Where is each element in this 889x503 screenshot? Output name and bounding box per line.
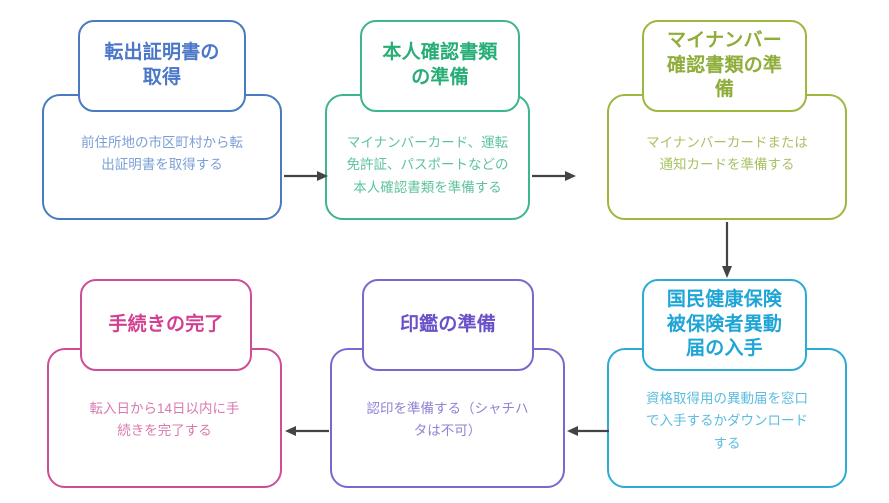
flow-node-title-2: 本人確認書類 の準備 <box>382 42 498 88</box>
flow-connector-1-right-arrow <box>284 165 328 187</box>
flow-node-body-5[interactable] <box>330 348 565 488</box>
flow-connector-4-left-arrow <box>567 420 609 442</box>
flow-node-title-6: 手続きの完了 <box>108 313 224 335</box>
flow-node-body-4[interactable] <box>607 348 847 488</box>
flow-node-description-3: マイナンバーカードまたは 通知カードを準備する <box>646 135 808 173</box>
flow-connector-3-down-arrow <box>716 222 738 278</box>
flow-node-title-4: 国民健康保険 被保険者異動 届の入手 <box>666 288 783 360</box>
flow-node-header-6[interactable]: 手続きの完了 <box>80 279 252 371</box>
flow-node-title-5: 印鑑の準備 <box>399 313 496 335</box>
flow-node-body-3[interactable] <box>607 94 847 220</box>
flow-node-description-1: 前住所地の市区町村から転 出証明書を取得する <box>81 135 243 173</box>
flow-node-description-4: 資格取得用の異動届を窓口 で入手するかダウンロード する <box>646 391 808 451</box>
flow-node-header-2[interactable]: 本人確認書類 の準備 <box>360 20 520 112</box>
flow-node-description-6: 転入日から14日以内に手 続きを完了する <box>89 401 240 439</box>
flow-connector-2-right-arrow <box>532 165 576 187</box>
flow-node-title-1: 転出証明書の 取得 <box>104 42 220 88</box>
flow-connector-5-left-arrow <box>285 420 329 442</box>
flow-node-description-2: マイナンバーカード、運転 免許証、パスポートなどの 本人確認書類を準備する <box>346 135 509 195</box>
flow-node-header-3[interactable]: マイナンバー 確認書類の準 備 <box>642 20 807 112</box>
flow-node-header-4[interactable]: 国民健康保険 被保険者異動 届の入手 <box>642 279 807 371</box>
flow-node-header-5[interactable]: 印鑑の準備 <box>362 279 534 371</box>
flow-node-description-5: 認印を準備する（シャチハ タは不可） <box>366 401 529 439</box>
flow-node-title-3: マイナンバー 確認書類の準 備 <box>666 29 783 101</box>
flow-node-body-2[interactable] <box>325 94 530 220</box>
flow-node-header-1[interactable]: 転出証明書の 取得 <box>78 20 246 112</box>
